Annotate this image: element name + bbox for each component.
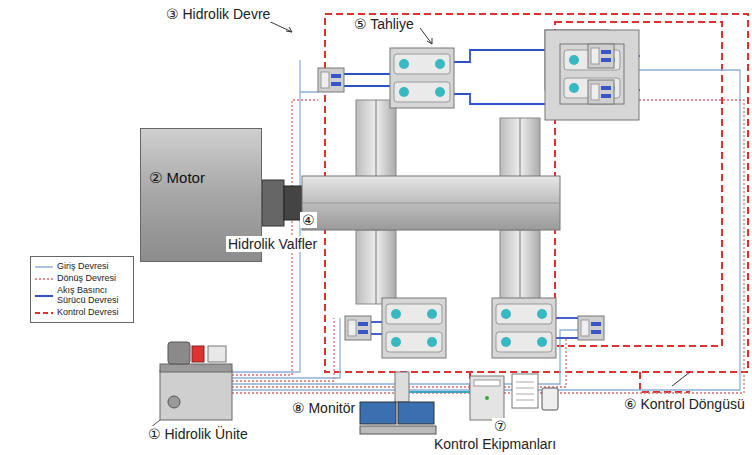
legend-line-sample <box>35 276 53 282</box>
legend-text: Dönüş Devresi <box>57 274 116 284</box>
legend-line-sample <box>35 310 53 316</box>
motor-label: ② Motor <box>149 169 255 187</box>
callout-number: ④ <box>300 212 317 228</box>
callout-label: ⑤ Tahliye <box>352 16 416 32</box>
legend-box: Giriş DevresiDönüş DevresiAkış Basıncı S… <box>30 256 134 323</box>
callout-number: ⑦ <box>492 418 509 434</box>
legend-line-sample <box>35 293 53 299</box>
callout-label: ① Hidrolik Ünite <box>146 426 250 442</box>
legend-item: Kontrol Devresi <box>35 308 129 318</box>
callout-label: Hidrolik Valfler <box>226 236 319 252</box>
legend-text: Giriş Devresi <box>57 262 109 272</box>
legend-line-sample <box>35 264 53 270</box>
callout-label: Kontrol Ekipmanları <box>432 436 558 452</box>
legend-text: Kontrol Devresi <box>57 308 119 318</box>
legend-text: Akış Basıncı Sürücü Devresi <box>57 286 129 306</box>
callout-label: ⑥ Kontrol Döngüsü <box>622 396 747 412</box>
legend-item: Giriş Devresi <box>35 262 129 272</box>
callout-label: ③ Hidrolik Devre <box>164 6 272 22</box>
legend-item: Dönüş Devresi <box>35 274 129 284</box>
legend-item: Akış Basıncı Sürücü Devresi <box>35 286 129 306</box>
callout-label: ⑧ Monitör <box>290 400 357 416</box>
